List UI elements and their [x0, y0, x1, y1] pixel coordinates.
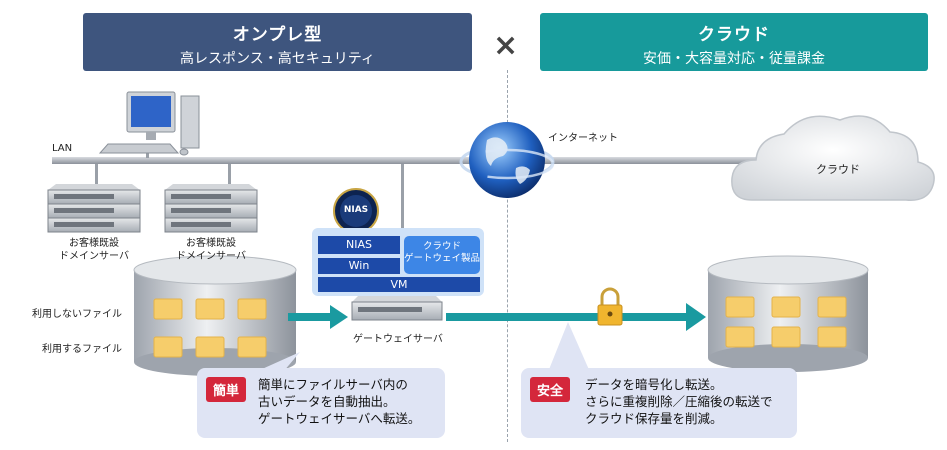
callout-right-line-2: さらに重複削除／圧縮後の転送で	[585, 394, 773, 409]
callout-left-badge: 簡単	[206, 377, 247, 402]
callout-left-line-3: ゲートウェイサーバへ転送。	[258, 411, 421, 426]
internet-globe-icon	[459, 122, 555, 198]
callout-right-tail	[548, 322, 590, 372]
cloud-subtitle: 安価・大容量対応・従量課金	[643, 51, 825, 67]
gateway-server-icon	[351, 296, 443, 321]
onprem-title: オンプレ型	[232, 25, 323, 45]
versus-symbol: ×	[493, 28, 519, 63]
onprem-header: オンプレ型 高レスポンス・高セキュリティ	[83, 13, 472, 71]
onprem-subtitle: 高レスポンス・高セキュリティ	[180, 51, 375, 67]
domain-server-1-icon	[47, 184, 141, 233]
lan-drop-server-1	[95, 164, 98, 188]
cloud-header: クラウド 安価・大容量対応・従量課金	[540, 13, 928, 71]
cloud-title: クラウド	[698, 25, 770, 45]
stack-vm: VM	[318, 277, 480, 292]
stack-nias: NIAS	[318, 236, 400, 254]
callout-left-line-1: 簡単にファイルサーバ内の	[258, 377, 408, 392]
domain-server-2-label: お客様既設 ドメインサーバ	[176, 238, 246, 262]
folder-grid-right	[725, 296, 847, 348]
used-files-label: 利用するファイル	[42, 344, 122, 355]
lan-drop-server-2	[228, 164, 231, 188]
cloud-icon	[731, 115, 935, 201]
pc-icon	[98, 91, 200, 156]
lock-icon	[597, 287, 623, 326]
domain-server-1-label: お客様既設 ドメインサーバ	[59, 238, 129, 262]
transfer-arrow-left	[288, 305, 348, 329]
divider-line	[507, 70, 508, 442]
cloud-label: クラウド	[816, 163, 860, 176]
stack-cloud-gateway: クラウド ゲートウェイ製品	[404, 236, 480, 274]
unused-files-label: 利用しないファイル	[32, 309, 122, 320]
internet-label: インターネット	[548, 133, 618, 144]
nias-logo-text: NIAS	[343, 205, 369, 215]
folder-grid-left	[153, 298, 267, 358]
lan-label: LAN	[52, 143, 73, 154]
callout-right-line-3: クラウド保存量を削減。	[585, 411, 723, 426]
transfer-arrow-right	[446, 303, 706, 331]
callout-right-badge: 安全	[530, 377, 571, 402]
callout-left-line-2: 古いデータを自動抽出。	[258, 394, 396, 409]
callout-right-line-1: データを暗号化し転送。	[585, 377, 723, 392]
gateway-server-label: ゲートウェイサーバ	[353, 334, 443, 345]
lan-line	[52, 157, 842, 164]
stack-win: Win	[318, 258, 400, 274]
domain-server-2-icon	[164, 184, 258, 233]
lan-drop-gateway	[401, 164, 404, 230]
